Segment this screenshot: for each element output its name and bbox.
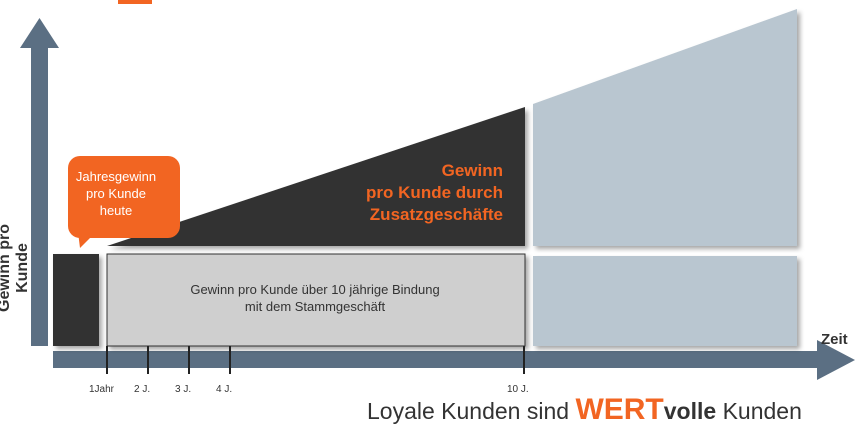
x-axis-label: Zeit	[821, 331, 848, 348]
speech-bubble	[68, 156, 180, 238]
bubble-line-3: heute	[99, 203, 133, 218]
slogan-part-1: Loyale Kunden sind	[367, 398, 576, 424]
additional-gain-wedge	[107, 107, 525, 246]
x-axis-arrowhead	[817, 340, 855, 380]
slogan-highlight: WERT	[575, 393, 664, 426]
future-additional-block	[533, 9, 797, 246]
base-gain-label: Gewinn pro Kunde über 10 jährige Bindung…	[108, 281, 522, 315]
top-banner-fragment	[118, 0, 152, 4]
tick-label-2: 2 J.	[134, 384, 151, 395]
future-base-block	[533, 256, 797, 346]
y-axis-arrowhead	[20, 18, 59, 48]
slogan: Loyale Kunden sind WERTvolle Kunden	[367, 393, 802, 427]
y-axis-label: Gewinn pro Kunde	[0, 224, 31, 312]
today-profit-block	[53, 254, 99, 346]
base-gain-line-1: Gewinn pro Kunde über 10 jährige Bindung	[190, 282, 440, 297]
additional-gain-line-2: pro Kunde durch	[366, 183, 503, 202]
additional-gain-line-1: Gewinn	[441, 161, 503, 180]
x-axis-shaft	[53, 351, 821, 368]
additional-gain-line-3: Zusatzgeschäfte	[369, 205, 503, 224]
bubble-line-2: pro Kunde	[86, 186, 146, 201]
bubble-text: Jahresgewinn pro Kunde heute	[62, 168, 170, 219]
tick-label-10: 10 J.	[507, 384, 529, 395]
y-axis-shaft	[31, 42, 48, 346]
tick-label-4: 4 J.	[216, 384, 233, 395]
speech-bubble-tail	[78, 232, 96, 248]
slogan-bold-part: volle	[663, 398, 717, 424]
base-gain-block	[106, 253, 526, 347]
base-gain-line-2: mit dem Stammgeschäft	[244, 299, 386, 314]
slogan-part-2: Kunden	[716, 398, 802, 424]
tick-label-3: 3 J.	[175, 384, 192, 395]
tick-label-1: 1Jahr	[89, 384, 115, 395]
bubble-line-1: Jahresgewinn	[75, 169, 157, 184]
additional-gain-label: Gewinn pro Kunde durch Zusatzgeschäfte	[300, 160, 503, 226]
